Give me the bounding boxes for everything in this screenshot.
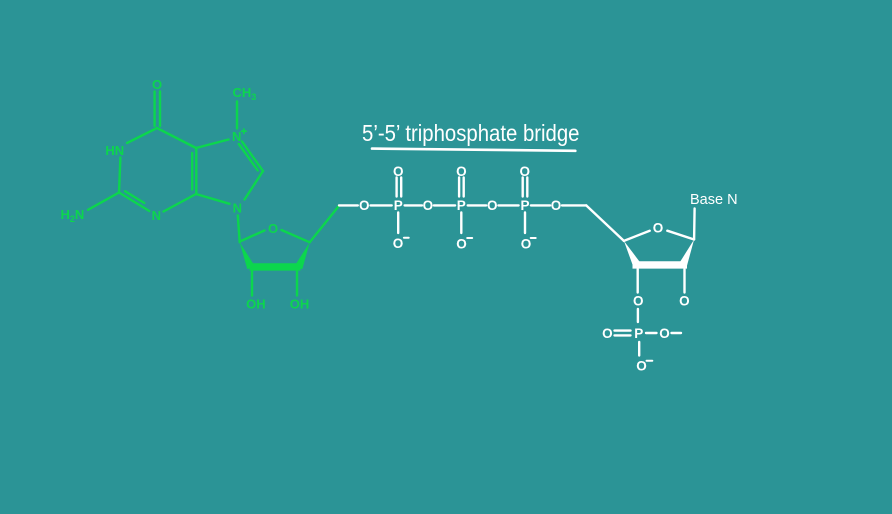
svg-text:CH3: CH3 — [233, 85, 257, 102]
svg-text:N: N — [152, 208, 161, 223]
svg-text:O: O — [551, 198, 562, 213]
svg-text:O: O — [393, 164, 404, 179]
svg-text:O: O — [521, 236, 532, 251]
svg-text:OH: OH — [246, 296, 266, 311]
svg-text:O: O — [633, 293, 644, 308]
svg-text:N: N — [232, 129, 241, 144]
svg-text:N: N — [233, 200, 242, 215]
svg-text:O: O — [152, 77, 162, 92]
svg-text:O: O — [636, 358, 647, 373]
svg-text:P: P — [394, 198, 403, 213]
svg-text:P: P — [520, 198, 529, 213]
svg-text:O: O — [268, 221, 278, 236]
svg-text:O: O — [602, 326, 613, 341]
svg-text:O: O — [679, 293, 690, 308]
svg-text:O: O — [423, 198, 434, 213]
svg-text:O: O — [456, 164, 467, 179]
svg-text:O: O — [456, 236, 467, 251]
svg-text:O: O — [659, 326, 670, 341]
svg-text:O: O — [487, 198, 498, 213]
svg-text:Base N: Base N — [690, 192, 738, 208]
svg-text:HN: HN — [105, 143, 124, 158]
svg-text:OH: OH — [290, 296, 310, 311]
svg-text:O: O — [393, 236, 404, 251]
svg-text:O: O — [519, 164, 530, 179]
svg-text:P: P — [457, 198, 466, 213]
svg-text:5’-5’ triphosphate bridge: 5’-5’ triphosphate bridge — [362, 120, 580, 146]
svg-text:O: O — [359, 198, 370, 213]
svg-text:P: P — [634, 326, 643, 341]
svg-text:H2N: H2N — [61, 207, 85, 224]
svg-text:O: O — [653, 220, 664, 235]
